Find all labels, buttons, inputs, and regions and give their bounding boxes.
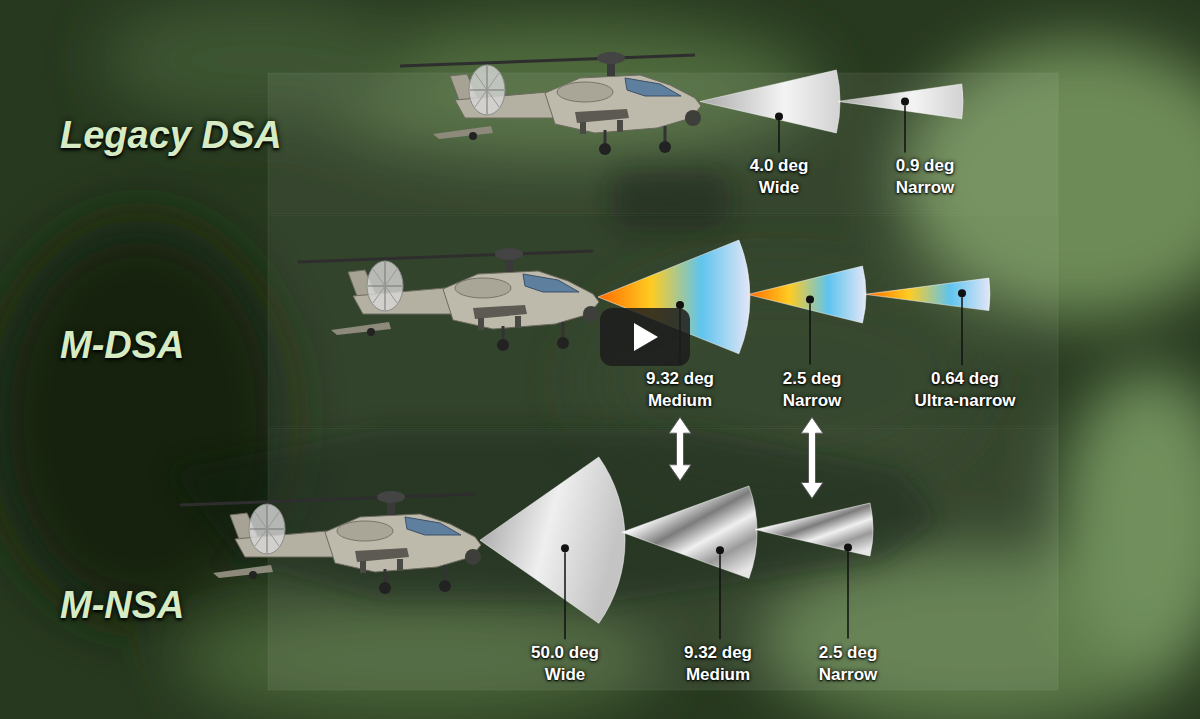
leader-line (904, 105, 905, 152)
leader-dot (716, 546, 724, 554)
sensor-cone: 2.5 deg Narrow (746, 264, 868, 414)
helicopter (298, 248, 599, 351)
cone-sector (755, 503, 873, 556)
helicopter (180, 491, 481, 594)
field-of-view-label: 9.32 deg Medium (674, 642, 762, 686)
field-of-view-label: 2.5 deg Narrow (768, 368, 856, 412)
field-of-view-label: 2.5 deg Narrow (804, 642, 892, 686)
field-of-view-label: 9.32 deg Medium (636, 368, 724, 412)
leader-dot (806, 296, 814, 304)
row-panels (268, 73, 1058, 690)
leader-dot (958, 289, 966, 297)
leader-line (719, 554, 720, 639)
play-button (600, 308, 690, 366)
cone-sector (748, 266, 866, 323)
row-title: M-NSA (60, 584, 185, 627)
leader-dot (676, 301, 684, 309)
sensor-cone: 4.0 deg Wide (698, 68, 842, 202)
sensor-cone: 0.9 deg Narrow (836, 82, 971, 202)
leader-line (778, 120, 779, 152)
helicopter (400, 52, 701, 155)
leader-dot (561, 544, 569, 552)
field-of-view-label: 4.0 deg Wide (735, 155, 823, 199)
cone-sector (622, 486, 757, 578)
field-of-view-label: 50.0 deg Wide (521, 642, 609, 686)
cone-sector (865, 278, 990, 311)
sensor-cone: 2.5 deg Narrow (753, 501, 894, 688)
leader-dot (844, 544, 852, 552)
cone-sector (598, 240, 750, 354)
leader-dot (901, 97, 909, 105)
sensor-cone: 50.0 deg Wide (478, 455, 627, 688)
texture (1060, 370, 1200, 670)
play-triangle (634, 323, 658, 351)
field-of-view-label: 0.9 deg Narrow (881, 155, 969, 199)
cone-sector (700, 69, 840, 132)
field-of-view-label: 0.64 deg Ultra-narrow (909, 368, 1021, 412)
leader-line (564, 552, 565, 639)
leader-line (679, 309, 680, 365)
leader-line (809, 304, 810, 365)
row-title: Legacy DSA (60, 114, 282, 157)
row-title: M-DSA (60, 324, 185, 367)
leader-line (961, 297, 962, 365)
leader-line (847, 552, 848, 639)
cone-sector (480, 457, 625, 623)
sensor-cone: 9.32 deg Medium (596, 238, 752, 414)
sensor-cone: 9.32 deg Medium (620, 484, 764, 688)
double-arrow (801, 417, 823, 498)
leader-dot (775, 112, 783, 120)
sensor-cone: 0.64 deg Ultra-narrow (863, 276, 1023, 415)
double-arrow (669, 417, 691, 481)
row-panels (268, 215, 1058, 427)
cone-sector (838, 84, 963, 119)
